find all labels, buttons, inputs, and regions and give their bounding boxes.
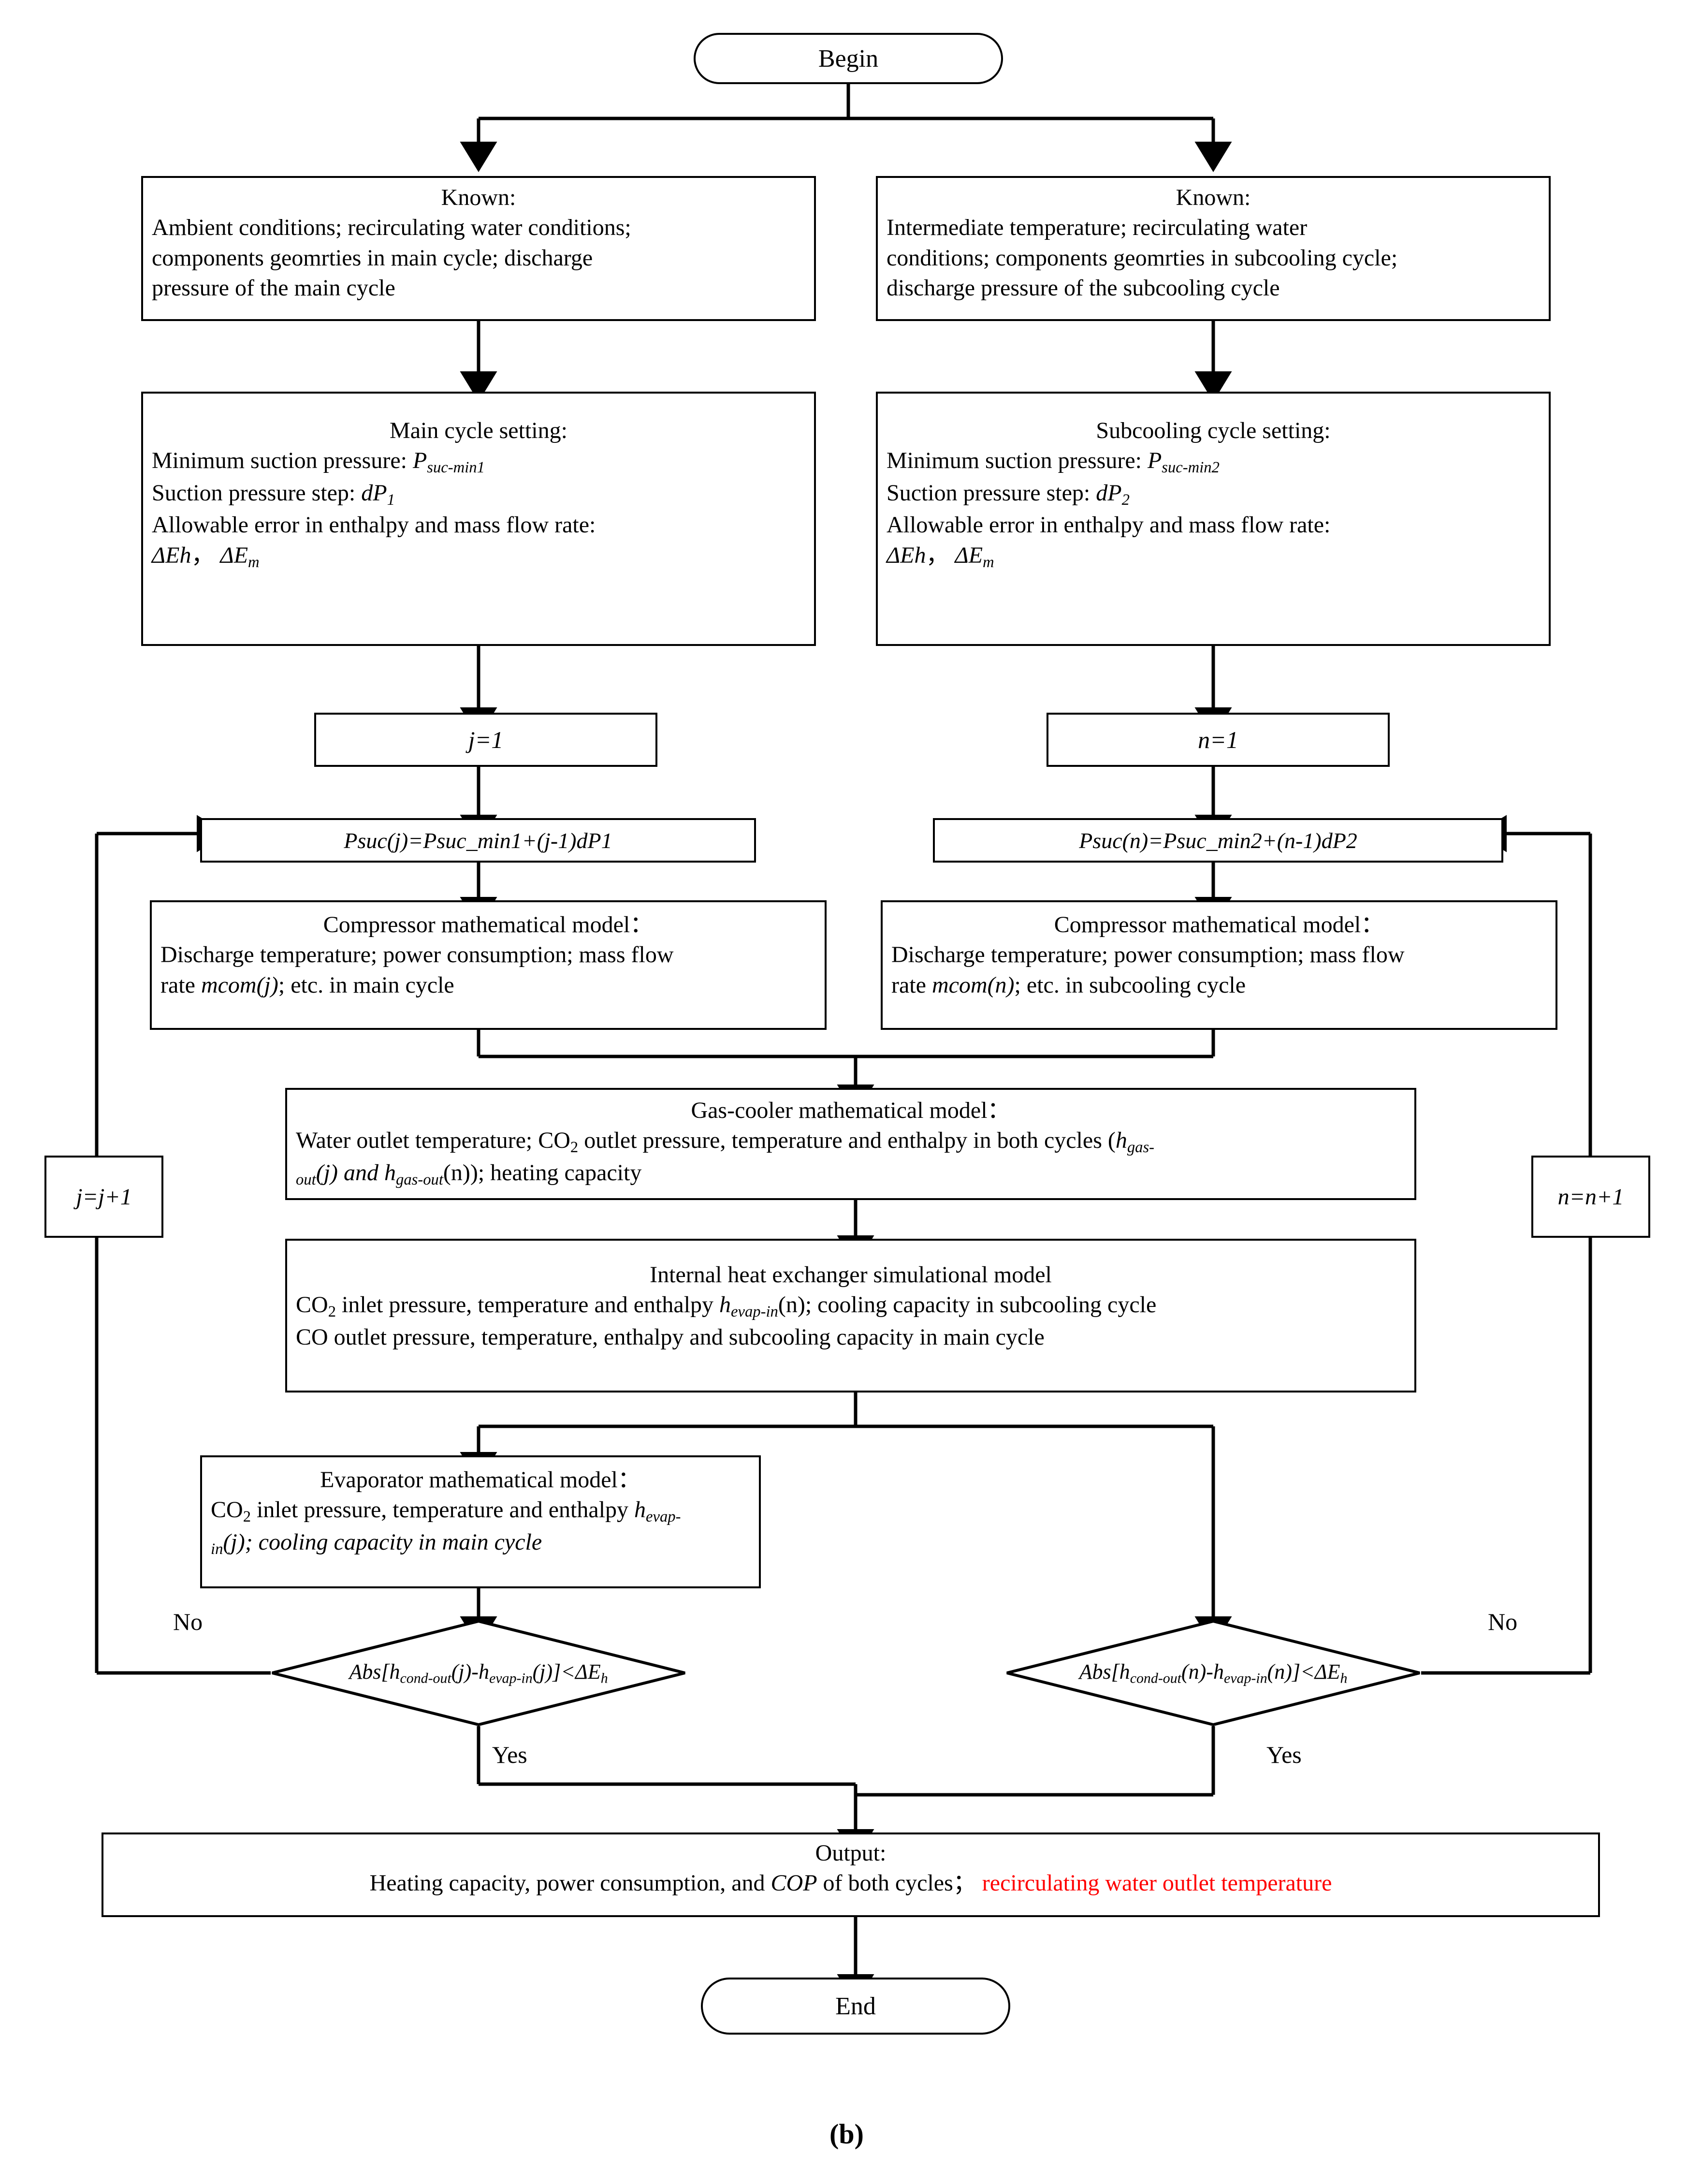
box-init-j[interactable]: j=1 <box>314 713 657 767</box>
box-known-main[interactable]: Known: Ambient conditions; recirculating… <box>141 176 816 321</box>
ihx-line-2: CO outlet pressure, temperature, enthalp… <box>296 1324 1045 1350</box>
box-internal-heat-exchanger[interactable]: Internal heat exchanger simulational mod… <box>285 1239 1416 1392</box>
known-sub-line-3: discharge pressure of the subcooling cyc… <box>887 275 1280 301</box>
gas-cooler-title: Gas-cooler mathematical model： <box>691 1098 1011 1123</box>
increment-n-label: n=n+1 <box>1557 1184 1624 1210</box>
box-known-subcooling[interactable]: Known: Intermediate temperature; recircu… <box>876 176 1551 321</box>
known-sub-line-2: conditions; components geomrties in subc… <box>887 245 1398 271</box>
init-n-label: n=1 <box>1198 726 1238 753</box>
setting-main-line-1: Minimum suction pressure: Psuc-min1 <box>152 448 485 477</box>
box-evaporator-model[interactable]: Evaporator mathematical model： CO2 inlet… <box>200 1455 761 1588</box>
terminal-begin-label: Begin <box>818 44 879 73</box>
setting-main-line-4: ΔEh， ΔEm <box>152 542 260 571</box>
known-sub-title: Known: <box>1176 185 1251 210</box>
compressor-main-line-1: Discharge temperature; power consumption… <box>160 942 674 968</box>
setting-sub-title: Subcooling cycle setting: <box>1096 418 1331 443</box>
gas-cooler-line-2: out(j) and hgas-out(n)); heating capacit… <box>296 1159 642 1189</box>
box-gas-cooler-model[interactable]: Gas-cooler mathematical model： Water out… <box>285 1088 1416 1200</box>
terminal-end[interactable]: End <box>701 1978 1010 2035</box>
box-increment-n[interactable]: n=n+1 <box>1531 1156 1650 1238</box>
evaporator-title: Evaporator mathematical model： <box>320 1467 641 1493</box>
decision-main-cycle[interactable]: Abs[hcond-out(j)-hevap-in(j)]<ΔEh <box>271 1620 686 1726</box>
box-output[interactable]: Output: Heating capacity, power consumpt… <box>102 1832 1600 1917</box>
box-psuc-sub-formula[interactable]: Psuc(n)=Psuc_min2+(n-1)dP2 <box>933 818 1503 863</box>
output-line-1: Heating capacity, power consumption, and… <box>369 1870 1332 1896</box>
branch-label-no-right: No <box>1488 1608 1518 1635</box>
setting-main-line-3: Allowable error in enthalpy and mass flo… <box>152 512 596 538</box>
branch-label-yes-left: Yes <box>492 1741 527 1768</box>
box-compressor-main[interactable]: Compressor mathematical model： Discharge… <box>150 900 827 1030</box>
known-main-line-1: Ambient conditions; recirculating water … <box>152 215 631 241</box>
decision-sub-condition: Abs[hcond-out(n)-hevap-in(n)]<ΔEh <box>1079 1659 1348 1686</box>
figure-caption: (b) <box>829 2118 864 2150</box>
setting-main-title: Main cycle setting: <box>390 418 567 443</box>
compressor-sub-line-2: rate mcom(n); etc. in subcooling cycle <box>891 972 1246 998</box>
box-main-cycle-setting[interactable]: Main cycle setting: Minimum suction pres… <box>141 392 816 646</box>
psuc-main-formula: Psuc(j)=Psuc_min1+(j-1)dP1 <box>344 828 612 853</box>
terminal-end-label: End <box>835 1992 876 2020</box>
decision-subcooling-cycle[interactable]: Abs[hcond-out(n)-hevap-in(n)]<ΔEh <box>1005 1620 1421 1726</box>
compressor-main-line-2: rate mcom(j); etc. in main cycle <box>160 972 454 998</box>
box-subcooling-cycle-setting[interactable]: Subcooling cycle setting: Minimum suctio… <box>876 392 1551 646</box>
terminal-begin[interactable]: Begin <box>694 33 1003 84</box>
box-increment-j[interactable]: j=j+1 <box>44 1156 163 1238</box>
known-main-title: Known: <box>441 185 516 210</box>
gas-cooler-line-1: Water outlet temperature; CO2 outlet pre… <box>296 1128 1155 1157</box>
setting-sub-line-1: Minimum suction pressure: Psuc-min2 <box>887 448 1220 477</box>
setting-main-line-2: Suction pressure step: dP1 <box>152 480 395 509</box>
output-highlight-text: recirculating water outlet temperature <box>976 1870 1332 1896</box>
psuc-sub-formula: Psuc(n)=Psuc_min2+(n-1)dP2 <box>1079 828 1357 853</box>
evaporator-line-2: in(j); cooling capacity in main cycle <box>211 1529 542 1558</box>
box-psuc-main-formula[interactable]: Psuc(j)=Psuc_min1+(j-1)dP1 <box>200 818 756 863</box>
compressor-main-title: Compressor mathematical model： <box>323 912 654 938</box>
setting-sub-line-2: Suction pressure step: dP2 <box>887 480 1130 509</box>
setting-sub-line-3: Allowable error in enthalpy and mass flo… <box>887 512 1331 538</box>
ihx-line-1: CO2 inlet pressure, temperature and enth… <box>296 1292 1157 1321</box>
known-sub-line-1: Intermediate temperature; recirculating … <box>887 215 1308 241</box>
box-compressor-subcooling[interactable]: Compressor mathematical model： Discharge… <box>881 900 1557 1030</box>
decision-main-condition: Abs[hcond-out(j)-hevap-in(j)]<ΔEh <box>349 1659 608 1686</box>
output-title: Output: <box>815 1840 887 1866</box>
evaporator-line-1: CO2 inlet pressure, temperature and enth… <box>211 1497 681 1526</box>
ihx-title: Internal heat exchanger simulational mod… <box>650 1262 1052 1288</box>
box-init-n[interactable]: n=1 <box>1047 713 1390 767</box>
compressor-sub-line-1: Discharge temperature; power consumption… <box>891 942 1405 968</box>
compressor-sub-title: Compressor mathematical model： <box>1054 912 1384 938</box>
setting-sub-line-4: ΔEh， ΔEm <box>887 542 994 571</box>
branch-label-no-left: No <box>173 1608 203 1635</box>
branch-label-yes-right: Yes <box>1266 1741 1302 1768</box>
increment-j-label: j=j+1 <box>76 1184 132 1210</box>
known-main-line-3: pressure of the main cycle <box>152 275 395 301</box>
init-j-label: j=1 <box>468 726 504 753</box>
known-main-line-2: components geomrties in main cycle; disc… <box>152 245 593 271</box>
